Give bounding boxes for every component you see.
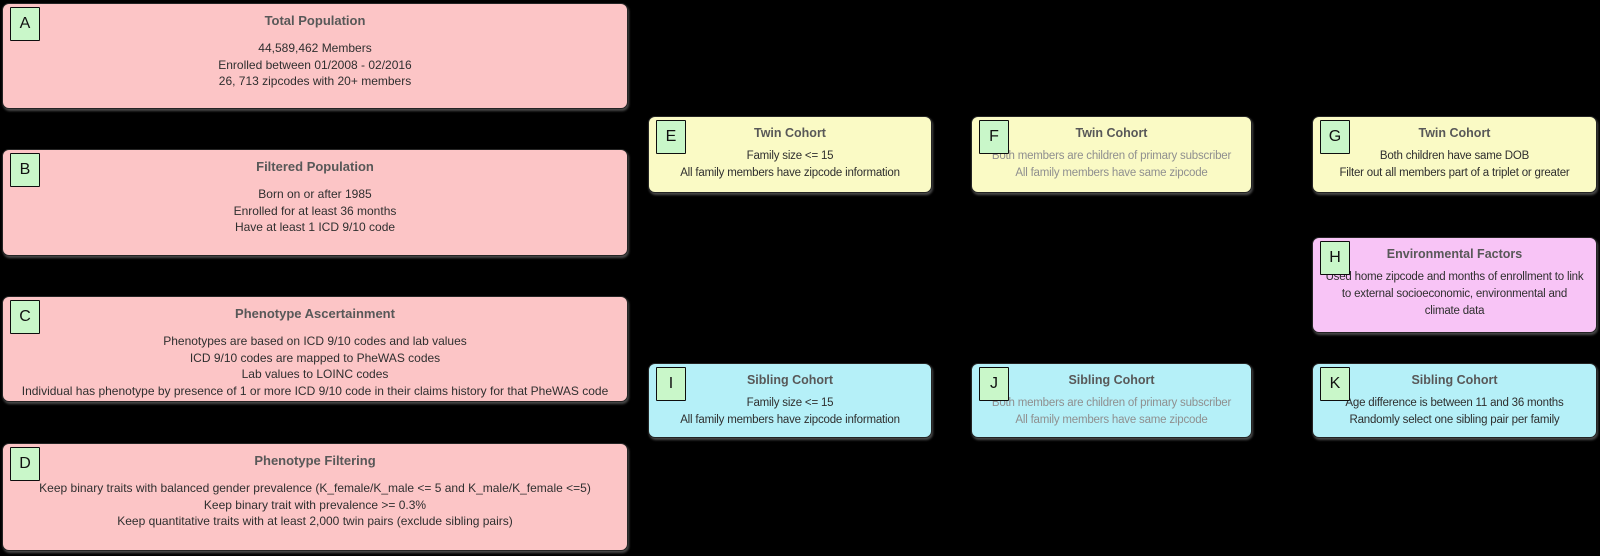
node-line: Both children have same DOB (1379, 150, 1530, 162)
node-letter-tag: K (1320, 367, 1350, 401)
node-body: Born on or after 1985 Enrolled for at le… (3, 186, 627, 236)
node-line: All family members have same zipcode (1015, 413, 1208, 426)
node-body: Both members are children of primary sub… (972, 148, 1251, 181)
node-line: All family members have zipcode informat… (680, 413, 900, 426)
node-twin-cohort-f: F Twin Cohort Both members are children … (971, 116, 1252, 193)
node-body: Both children have same DOB Filter out a… (1313, 148, 1596, 181)
node-body: Phenotypes are based on ICD 9/10 codes a… (3, 333, 627, 399)
node-body: Keep binary traits with balanced gender … (3, 480, 627, 530)
node-title: Phenotype Ascertainment (235, 306, 395, 321)
node-twin-cohort-e: E Twin Cohort Family size <= 15 All fami… (648, 116, 932, 193)
node-title: Environmental Factors (1386, 247, 1523, 261)
node-line: Born on or after 1985 (258, 187, 372, 201)
node-letter-tag: I (656, 367, 686, 401)
node-title: Twin Cohort (754, 126, 826, 140)
node-line: 44,589,462 Members (258, 41, 372, 55)
node-sibling-cohort-i: I Sibling Cohort Family size <= 15 All f… (648, 363, 932, 438)
node-line: Family size <= 15 (746, 397, 834, 409)
node-line: 26, 713 zipcodes with 20+ members (218, 74, 412, 88)
node-title: Sibling Cohort (746, 373, 834, 387)
node-line: Phenotypes are based on ICD 9/10 codes a… (163, 334, 467, 348)
node-title: Twin Cohort (1418, 126, 1491, 140)
node-phenotype-filtering: D Phenotype Filtering Keep binary traits… (2, 443, 628, 551)
node-line: Enrolled between 01/2008 - 02/2016 (218, 57, 412, 72)
node-line: All family members have same zipcode (1015, 166, 1208, 179)
node-line: Enrolled for at least 36 months (233, 203, 397, 218)
node-line: Individual has phenotype by presence of … (21, 383, 609, 398)
node-line: Keep binary traits with balanced gender … (39, 481, 591, 495)
node-title: Sibling Cohort (1068, 373, 1155, 387)
node-title: Filtered Population (256, 159, 374, 174)
node-letter-tag: J (979, 367, 1009, 401)
node-letter-tag: G (1320, 120, 1350, 154)
node-letter-tag: A (10, 7, 40, 41)
node-line: Randomly select one sibling pair per fam… (1349, 413, 1560, 426)
node-filtered-population: B Filtered Population Born on or after 1… (2, 149, 628, 256)
node-line: Both members are children of primary sub… (991, 150, 1232, 162)
node-line: Lab values to LOINC codes (241, 367, 389, 381)
node-letter-tag: H (1320, 241, 1350, 275)
node-line: Both members are children of primary sub… (991, 397, 1232, 409)
node-line: Age difference is between 11 and 36 mont… (1345, 397, 1564, 409)
node-letter-tag: E (656, 120, 686, 154)
node-letter-tag: C (10, 300, 40, 334)
node-line: ICD 9/10 codes are mapped to PheWAS code… (189, 350, 441, 365)
node-letter-tag: F (979, 120, 1009, 154)
node-sibling-cohort-k: K Sibling Cohort Age difference is betwe… (1312, 363, 1597, 438)
node-body: Family size <= 15 All family members hav… (649, 395, 931, 428)
node-body: Family size <= 15 All family members hav… (649, 148, 931, 181)
node-title: Sibling Cohort (1411, 373, 1498, 387)
node-line: Family size <= 15 (746, 150, 834, 162)
node-body: 44,589,462 Members Enrolled between 01/2… (3, 40, 627, 90)
node-twin-cohort-g: G Twin Cohort Both children have same DO… (1312, 116, 1597, 193)
node-letter-tag: D (10, 447, 40, 481)
node-body: Age difference is between 11 and 36 mont… (1313, 395, 1596, 428)
node-title: Twin Cohort (1075, 126, 1148, 140)
node-sibling-cohort-j: J Sibling Cohort Both members are childr… (971, 363, 1252, 438)
node-body: Both members are children of primary sub… (972, 395, 1251, 428)
node-line: All family members have zipcode informat… (680, 166, 900, 179)
node-letter-tag: B (10, 153, 40, 187)
node-line: Keep binary trait with prevalence >= 0.3… (203, 497, 427, 512)
node-line: Used home zipcode and months of enrollme… (1325, 271, 1584, 317)
node-phenotype-ascertainment: C Phenotype Ascertainment Phenotypes are… (2, 296, 628, 402)
node-line: Have at least 1 ICD 9/10 code (234, 220, 396, 234)
node-line: Keep quantitative traits with at least 2… (117, 514, 513, 528)
node-body: Used home zipcode and months of enrollme… (1313, 269, 1596, 320)
node-title: Phenotype Filtering (254, 453, 376, 468)
node-environmental-factors: H Environmental Factors Used home zipcod… (1312, 237, 1597, 333)
node-total-population: A Total Population 44,589,462 Members En… (2, 3, 628, 109)
node-line: Filter out all members part of a triplet… (1339, 166, 1570, 179)
node-title: Total Population (264, 13, 366, 28)
